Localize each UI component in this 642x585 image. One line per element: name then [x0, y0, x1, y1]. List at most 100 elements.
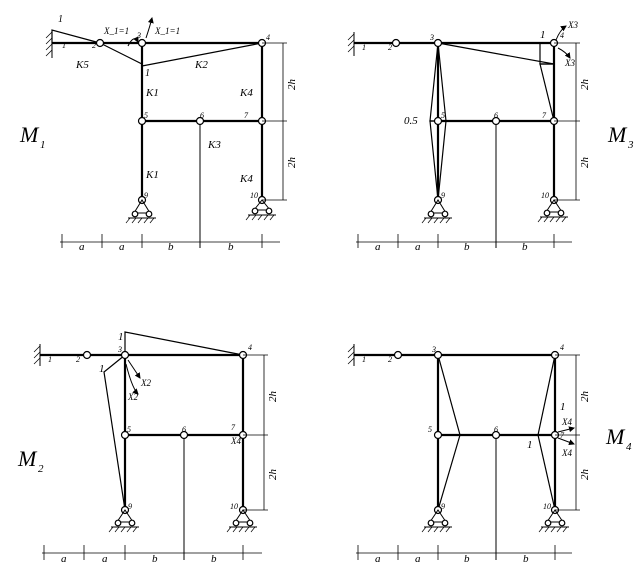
panel-sub-m1: 1: [40, 139, 46, 151]
x4-force-b-icon: [557, 437, 575, 446]
unknown-x3-bottom: X3: [564, 58, 575, 68]
support-10: [226, 509, 257, 533]
hinge-3: [137, 38, 147, 48]
node-7: 7: [244, 111, 249, 120]
x1-moment-right-icon: [145, 17, 154, 39]
node-2: 2: [76, 355, 80, 364]
stiffness-k4-upper: K4: [239, 87, 253, 99]
epure-beam-2-3: [99, 42, 143, 65]
unknown-x3-top: X3: [567, 20, 578, 30]
span-a2: a: [102, 553, 108, 565]
node-10: 10: [541, 191, 549, 200]
span-b2: b: [211, 553, 217, 565]
node-7: 7: [560, 431, 565, 440]
x3-moment-top-icon: [555, 25, 567, 41]
node-3: 3: [429, 33, 434, 42]
wall-hatch: [45, 31, 53, 57]
panel-m1: 1 2 3 4 5 6 7 9 10 X_1=1 X_1=1 1 1 K5 K2…: [19, 14, 298, 253]
node-9: 9: [441, 191, 445, 200]
node-9: 9: [128, 502, 132, 511]
span-a2: a: [415, 241, 421, 253]
span-b1: b: [168, 241, 174, 253]
value-half: 0.5: [404, 115, 418, 127]
node-4: 4: [560, 31, 564, 40]
node-9: 9: [144, 191, 148, 200]
value-one-node3: 1: [145, 68, 150, 79]
span-b1: b: [464, 553, 470, 565]
hinge-5: [137, 116, 147, 126]
x2-moment-b-icon: [125, 363, 139, 395]
hinge-6: [195, 116, 205, 126]
unknown-x4: X4: [230, 436, 241, 446]
x1-moment-left-icon: [127, 36, 139, 47]
span-a2: a: [119, 241, 125, 253]
node-7: 7: [542, 111, 547, 120]
support-9: [125, 199, 156, 224]
node-6: 6: [494, 111, 498, 120]
node-4: 4: [266, 33, 270, 42]
node-5: 5: [144, 111, 148, 120]
panel-title-m4: M: [605, 424, 626, 449]
height-lower: 2h: [579, 469, 591, 481]
stiffness-k1-upper: K1: [145, 87, 159, 99]
unknown-x2-a: X2: [140, 378, 151, 388]
panel-title-m1: M: [19, 122, 40, 147]
node-3: 3: [431, 345, 436, 354]
support-9: [108, 509, 139, 533]
epure-beam-3-4: [437, 42, 555, 65]
hinge-2: [95, 38, 105, 48]
height-upper: 2h: [579, 79, 591, 91]
height-lower: 2h: [579, 157, 591, 169]
span-a1: a: [375, 553, 381, 565]
node-10: 10: [230, 502, 238, 511]
unknown-x4-b: X4: [561, 448, 572, 458]
node-2: 2: [388, 43, 392, 52]
span-b2: b: [522, 241, 528, 253]
value-one-upper: 1: [560, 401, 566, 413]
support-10: [538, 509, 569, 533]
stiffness-k4-lower: K4: [239, 173, 253, 185]
panel-sub-m2: 2: [38, 463, 44, 475]
span-a2: a: [415, 553, 421, 565]
value-one: 1: [540, 29, 546, 41]
unknown-x2-b: X2: [127, 392, 138, 402]
node-5: 5: [428, 425, 432, 434]
panel-sub-m3: 3: [627, 139, 634, 151]
value-one-top: 1: [118, 331, 124, 343]
node-4: 4: [248, 343, 252, 352]
height-lower: 2h: [267, 469, 279, 481]
stiffness-k3: K3: [207, 139, 221, 151]
support-9: [421, 199, 452, 224]
height-upper: 2h: [267, 391, 279, 403]
x3-moment-bottom-icon: [557, 47, 571, 59]
panel-m3: 1 2 3 4 5 6 7 9 10 X3 X3 1 0.5 2h 2h a a…: [347, 20, 634, 253]
node-2: 2: [388, 355, 392, 364]
node-4: 4: [560, 343, 564, 352]
height-lower: 2h: [286, 157, 298, 169]
epure-beam-3-4: [124, 331, 244, 356]
unknown-x4-a: X4: [561, 417, 572, 427]
node-3: 3: [117, 345, 122, 354]
node-5: 5: [127, 425, 131, 434]
node-1: 1: [362, 355, 366, 364]
x4-force-a-icon: [557, 426, 575, 433]
stiffness-k2: K2: [194, 59, 208, 71]
panel-m4: 1 2 3 4 5 6 7 9 10 X4 X4 1 1 2h 2h a a b…: [347, 343, 632, 565]
unknown-left: X_1=1: [103, 26, 129, 36]
epure-column-left: [437, 354, 461, 511]
support-9: [421, 509, 452, 533]
node-3: 3: [136, 31, 141, 40]
node-5: 5: [441, 111, 445, 120]
node-10: 10: [543, 502, 551, 511]
node-10: 10: [250, 191, 258, 200]
value-one-left: 1: [99, 363, 105, 375]
value-one-lower: 1: [527, 439, 533, 451]
height-upper: 2h: [579, 391, 591, 403]
span-b1: b: [152, 553, 158, 565]
stiffness-k5: K5: [75, 59, 89, 71]
node-6: 6: [182, 425, 186, 434]
span-b1: b: [464, 241, 470, 253]
node-9: 9: [441, 502, 445, 511]
support-10: [245, 199, 276, 221]
